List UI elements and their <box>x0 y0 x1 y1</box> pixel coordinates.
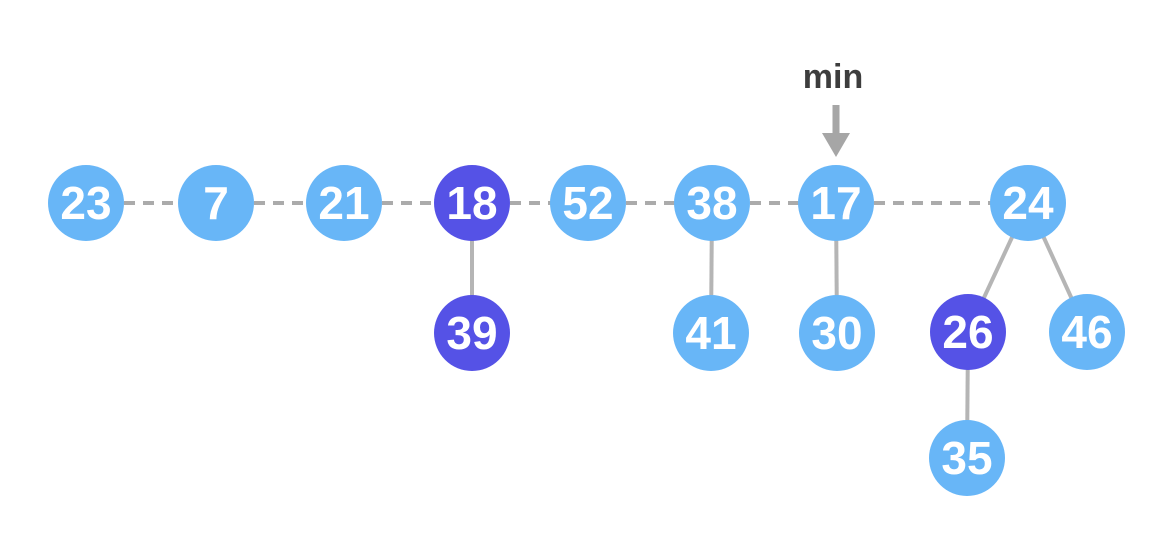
node-value-label: 52 <box>562 177 613 229</box>
node-value-label: 7 <box>203 177 229 229</box>
heap-node-17 <box>798 165 874 241</box>
node-value-label: 21 <box>318 177 369 229</box>
heap-node-18 <box>434 165 510 241</box>
heap-node-24 <box>990 165 1066 241</box>
node-value-label: 30 <box>811 307 862 359</box>
heap-node-30 <box>799 295 875 371</box>
heap-node-23 <box>48 165 124 241</box>
node-value-label: 39 <box>446 307 497 359</box>
heap-node-35 <box>929 420 1005 496</box>
node-value-label: 41 <box>685 307 736 359</box>
node-value-label: 17 <box>810 177 861 229</box>
node-value-label: 35 <box>941 432 992 484</box>
heap-node-21 <box>306 165 382 241</box>
node-value-label: 23 <box>60 177 111 229</box>
heap-node-46 <box>1049 294 1125 370</box>
node-value-label: 24 <box>1002 177 1054 229</box>
heap-node-41 <box>673 295 749 371</box>
heap-node-26 <box>930 294 1006 370</box>
heap-node-7 <box>178 165 254 241</box>
heap-node-38 <box>674 165 750 241</box>
node-value-label: 18 <box>446 177 497 229</box>
node-value-label: 46 <box>1061 306 1112 358</box>
min-label: min <box>803 58 863 96</box>
heap-node-39 <box>434 295 510 371</box>
heap-node-52 <box>550 165 626 241</box>
node-value-label: 38 <box>686 177 737 229</box>
node-value-label: 26 <box>942 306 993 358</box>
min-arrow-head-icon <box>822 133 850 157</box>
